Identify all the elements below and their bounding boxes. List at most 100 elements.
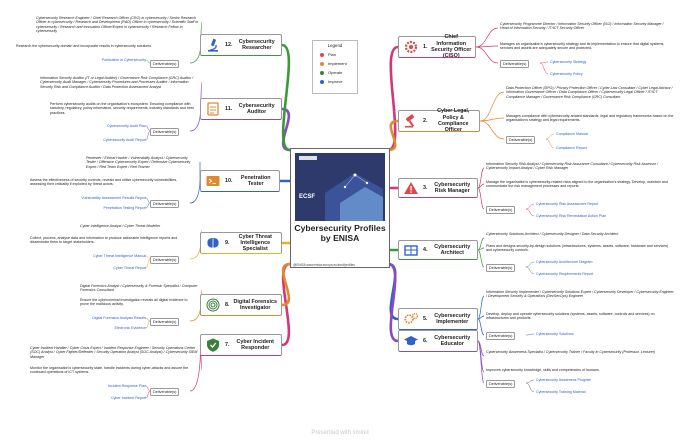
deliverable-link[interactable]: Cybersecurity Strategy <box>550 60 587 64</box>
profile-name: Penetration Tester <box>240 174 271 187</box>
central-topic[interactable]: ECSF Cybersecurity Profiles by ENISA @EN… <box>290 148 390 268</box>
legend-title: Legend <box>327 43 343 48</box>
sub-connector <box>477 340 485 384</box>
deliverable-link[interactable]: Cyber Threat Intelligence Manual <box>93 254 146 258</box>
deliverable-link[interactable]: Vulnerability Assessment Results Report <box>81 196 146 200</box>
brain-icon <box>205 235 221 251</box>
deliverables-tag[interactable]: Deliverable(s) <box>486 264 516 272</box>
alternative-titles: Cybersecurity Solutions Architect / Cybe… <box>486 232 619 236</box>
profile-number: 10. <box>225 178 233 184</box>
legend-dot-plan <box>320 52 324 57</box>
deliverable-connector <box>539 61 549 64</box>
deliverable-link[interactable]: Compliance Report <box>556 146 587 150</box>
sub-connector <box>475 46 499 64</box>
profile-node-8[interactable]: 8.Digital Forensics Investigator <box>200 294 282 316</box>
sub-connector <box>477 318 485 336</box>
deliverable-link[interactable]: Digital Forensics Analysis Results <box>92 316 146 320</box>
sub-connector <box>475 27 499 48</box>
deliverables-tag[interactable]: Deliverable(s) <box>150 388 180 396</box>
deliverable-link[interactable]: Cybersecurity Audit Report <box>103 138 146 142</box>
deliverable-connector <box>145 390 151 399</box>
alternative-titles: Cyber Intelligence Analyst / Cyber Threa… <box>80 224 161 228</box>
deliverables-tag[interactable]: Deliverable(s) <box>506 136 536 144</box>
profile-node-4[interactable]: 4.Cybersecurity Architect <box>398 240 478 260</box>
deliverable-link[interactable]: Compliance Manual <box>556 132 588 136</box>
profile-number: 12. <box>225 42 233 48</box>
sub-connector <box>477 295 485 320</box>
sub-connector <box>479 120 505 140</box>
profile-number: 11. <box>225 106 233 112</box>
deliverable-connector <box>145 125 151 132</box>
sub-connector <box>189 304 201 322</box>
mission-text: Develop, deploy and operate cybersecurit… <box>486 312 655 321</box>
deliverable-link[interactable]: Cybersecurity Risk Remediation Action Pl… <box>536 214 607 218</box>
profile-node-10[interactable]: 10. Penetration Tester <box>200 170 280 192</box>
deliverable-connector <box>145 385 151 392</box>
mission-text: Improves cybersecurity knowledge, skills… <box>486 368 600 372</box>
profile-name: Cyber Incident Responder <box>236 338 274 351</box>
mission-text: Manages compliance with cybersecurity-re… <box>506 114 674 123</box>
deliverable-link[interactable]: Cybersecurity Audit Plan <box>106 124 146 128</box>
deliverable-link[interactable]: Cybersecurity Solutions <box>536 332 574 336</box>
deliverables-tag[interactable]: Deliverable(s) <box>150 318 180 326</box>
warning-icon <box>403 180 419 196</box>
deliverable-link[interactable]: Cybersecurity Architecture Diagram <box>536 260 593 264</box>
sub-connector <box>477 183 485 189</box>
legend-item-plan: Plan <box>320 52 357 57</box>
deliverable-link[interactable]: Cybersecurity Policy <box>550 72 583 76</box>
profile-node-11[interactable]: 11. Cybersecurity Auditor <box>200 98 282 120</box>
profile-node-12[interactable]: 12. Cybersecurity Researcher <box>200 34 282 56</box>
deliverables-tag[interactable]: Deliverable(s) <box>150 128 180 136</box>
sub-connector <box>477 167 485 189</box>
profile-node-6[interactable]: 6.Cybersecurity Educator <box>398 330 478 352</box>
deliverables-tag[interactable]: Deliverable(s) <box>486 206 516 214</box>
legend: Legend Plan Implement Operate Improve <box>312 40 358 94</box>
cover-graphic: ECSF <box>295 153 385 221</box>
profile-name: Cybersecurity Auditor <box>238 102 275 115</box>
mission-text: Manage the organisation's cybersecurity-… <box>486 180 668 189</box>
profile-node-7[interactable]: 7.Cyber Incident Responder <box>200 334 282 356</box>
profile-name: Cyber Legal, Policy & Compliance Officer <box>437 108 470 134</box>
profile-node-2[interactable]: 2.Cyber Legal, Policy & Compliance Offic… <box>398 108 480 134</box>
mission-text: Manages an organisation's cybersecurity … <box>500 42 665 51</box>
profile-name: Cybersecurity Educator <box>434 334 471 347</box>
deliverable-link[interactable]: Incident Response Plan <box>108 384 146 388</box>
profile-node-9[interactable]: 9.Cyber Threat Intelligence Specialist <box>200 232 282 254</box>
deliverable-connector <box>145 202 151 209</box>
mission-text: Ensure the cybercriminal investigation r… <box>80 298 188 307</box>
alternative-titles: Information Security Risk Analyst / Cybe… <box>486 162 659 171</box>
central-footer: @ENISA www.enisa.europa.eu/ecsf/profiles <box>293 263 355 267</box>
deliverable-link[interactable]: Cybersecurity Training Material <box>536 390 586 394</box>
deliverable-link[interactable]: Cybersecurity Risk Assessment Report <box>536 202 599 206</box>
deliverables-tag[interactable]: Deliverable(s) <box>150 60 180 68</box>
profile-node-1[interactable]: 1.Chief Information Security Officer (CI… <box>398 34 476 59</box>
deliverables-tag[interactable]: Deliverable(s) <box>486 380 516 388</box>
profile-name: Digital Forensics Investigator <box>233 298 277 311</box>
deliverable-link[interactable]: Publication in Cybersecurity <box>101 58 146 62</box>
deliverables-tag[interactable]: Deliverable(s) <box>486 332 516 340</box>
profile-name: Cybersecurity Researcher <box>238 38 275 51</box>
mission-text: Monitor the organisation's cybersecurity… <box>30 366 189 375</box>
deliverables-tag[interactable]: Deliverable(s) <box>150 200 180 208</box>
deliverables-tag[interactable]: Deliverable(s) <box>150 256 180 264</box>
profile-node-3[interactable]: 3.Cybersecurity Risk Manager <box>398 178 478 198</box>
alternative-titles: Data Protection Officer (DPO) / Privacy … <box>506 86 673 99</box>
deliverable-link[interactable]: Electronic Evidence <box>114 326 146 330</box>
mission-text: Collect, process, analyse data and infor… <box>30 236 178 245</box>
deliverable-link[interactable]: Cybersecurity Requirements Report <box>536 272 594 276</box>
deliverables-tag[interactable]: Deliverable(s) <box>500 60 530 68</box>
deliverable-connector <box>145 255 151 260</box>
sub-connector <box>477 247 485 251</box>
deliverable-link[interactable]: Cyber Incident Report <box>111 396 146 400</box>
profile-name: Cybersecurity Architect <box>434 243 471 256</box>
profile-node-5[interactable]: 5.Cybersecurity Implementer <box>398 308 478 330</box>
profile-number: 3. <box>423 185 428 191</box>
gear-icon <box>403 39 419 55</box>
deliverable-link[interactable]: Cybersecurity Awareness Program <box>536 378 592 382</box>
deliverable-link[interactable]: Penetration Testing Report <box>103 206 147 210</box>
deliverable-connector <box>525 203 535 210</box>
branch-connector <box>387 45 399 152</box>
deliverable-link[interactable]: Cyber Threat Report <box>113 266 146 270</box>
mission-text: Plans and designs security-by-design sol… <box>486 244 669 253</box>
alternative-titles: Cybersecurity Programme Director / Infor… <box>500 22 664 31</box>
